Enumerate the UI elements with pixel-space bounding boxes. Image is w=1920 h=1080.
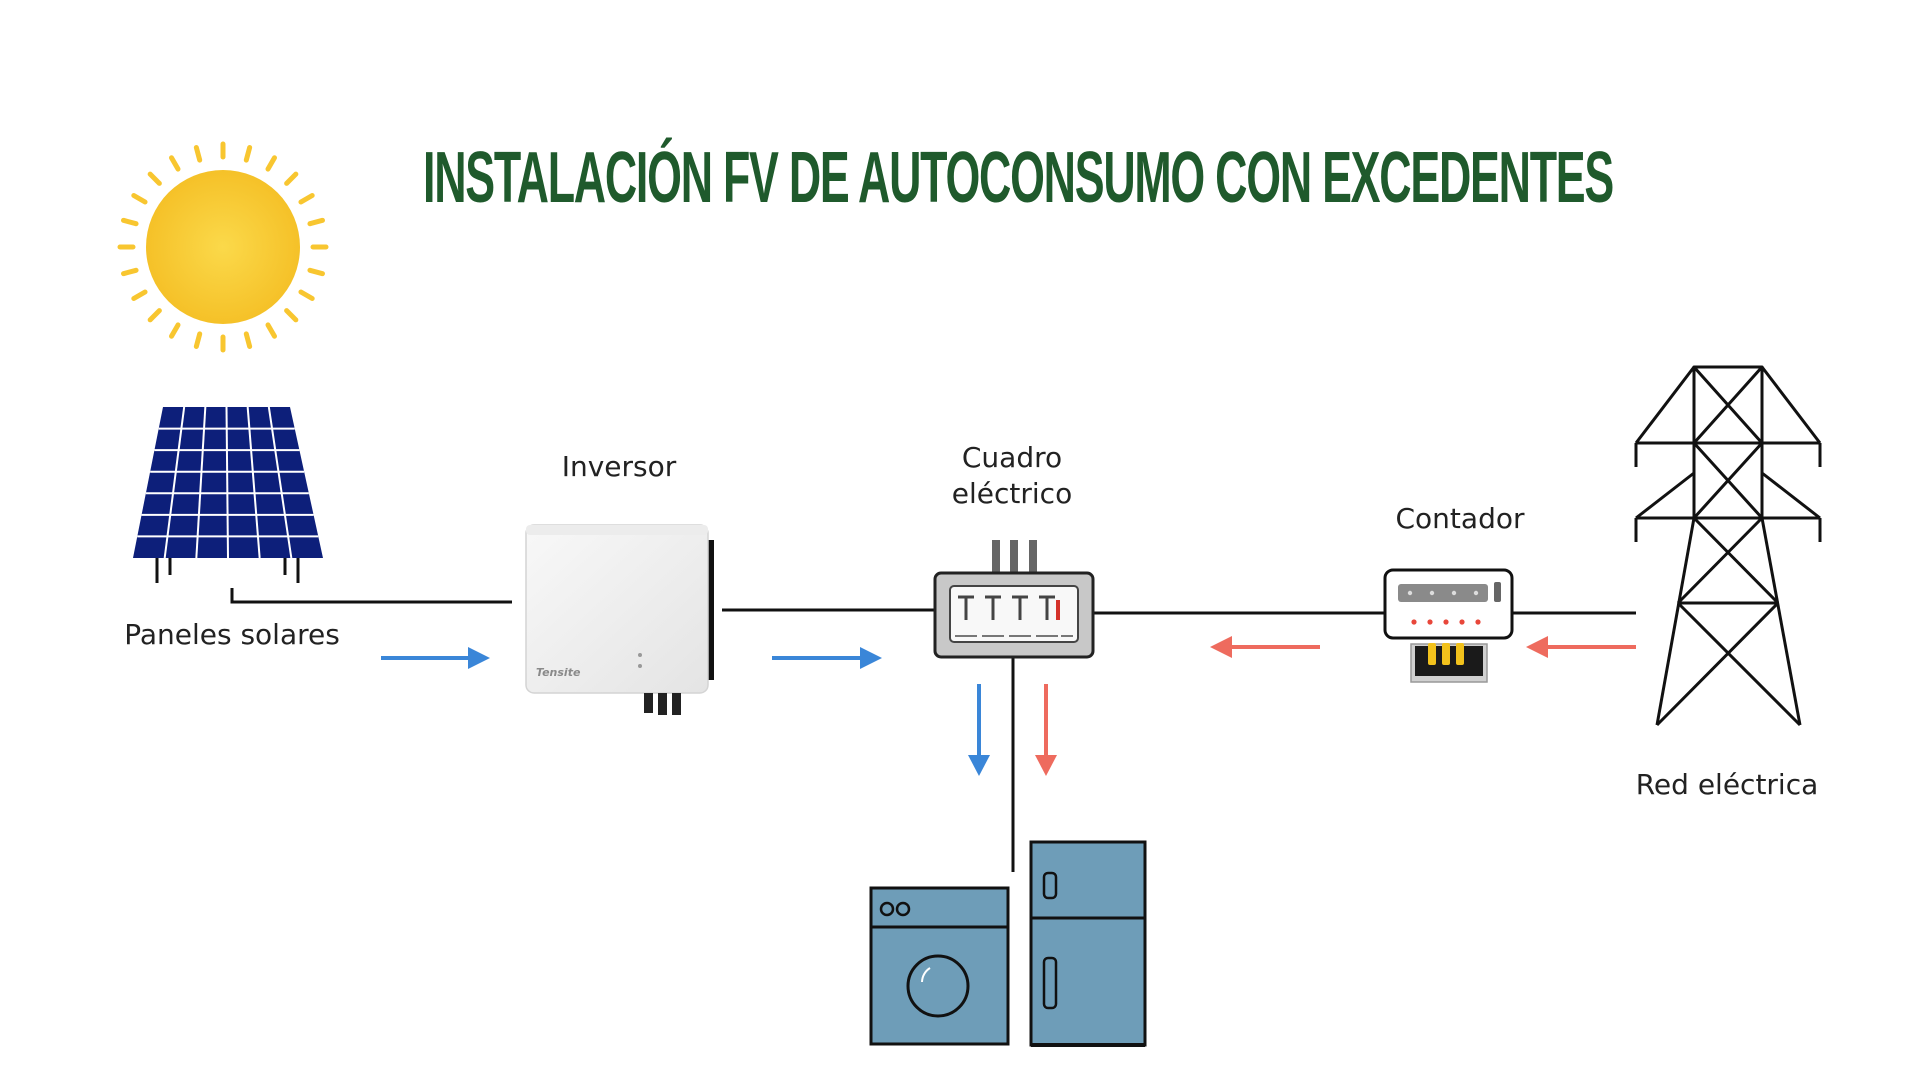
electrical-panel-icon [933, 540, 1095, 659]
sun-ray [307, 217, 325, 227]
sun-ray [147, 308, 162, 323]
label-paneles-solares: Paneles solares [124, 618, 340, 651]
washing-machine-icon [869, 886, 1010, 1046]
sun-ray [131, 193, 148, 205]
arrow-grid-to-meter [1526, 636, 1636, 658]
sun-ray [121, 217, 139, 227]
arrow-inverter-to-panel [772, 647, 882, 669]
arrow-solar-down [968, 684, 990, 776]
label-contador: Contador [1396, 502, 1525, 535]
sun-ray [147, 171, 162, 186]
breaker-switch [958, 595, 974, 620]
sun-ray [298, 193, 315, 205]
arrow-meter-to-panel [1210, 636, 1320, 658]
sun-ray [284, 308, 299, 323]
sun-ray [284, 171, 299, 186]
sun-ray [193, 145, 203, 163]
panel-grid-line [267, 406, 293, 559]
fridge-icon [1029, 840, 1147, 1047]
page-title: INSTALACIÓN FV DE AUTOCONSUMO CON EXCEDE… [423, 137, 1613, 218]
sun-ray [265, 322, 277, 339]
sun-ray [169, 155, 181, 172]
wire-panel-inverter [230, 588, 512, 604]
sun-ray [121, 267, 139, 277]
label-cuadro-line2: eléctrico [952, 477, 1072, 510]
label-red-electrica: Red eléctrica [1636, 768, 1819, 801]
sun-ray [265, 155, 277, 172]
sun-ray [243, 331, 253, 349]
label-cuadro-line1: Cuadro [962, 441, 1062, 474]
solar-panel-icon [133, 406, 323, 583]
breaker-switch [1039, 595, 1055, 620]
panel-grid-line [195, 406, 207, 559]
sun-ray [131, 289, 148, 301]
sun-ray [307, 267, 325, 277]
arrow-solar-to-inverter [381, 647, 490, 669]
sun-icon [117, 141, 329, 353]
panel-grid-line [246, 406, 261, 559]
label-inversor: Inversor [562, 450, 677, 483]
inverter-brand: Tensite [536, 666, 581, 679]
breaker-switch [985, 595, 1001, 620]
panel-grid-line [163, 406, 186, 559]
breaker-switch [1012, 595, 1028, 620]
power-tower-icon [1634, 365, 1822, 727]
sun-ray [298, 289, 315, 301]
sun-ray [193, 331, 203, 349]
meter-icon [1383, 568, 1514, 683]
sun-ray [169, 322, 181, 339]
panel-grid-line [225, 406, 229, 559]
inverter-icon: Tensite [525, 524, 714, 715]
arrow-grid-down [1035, 684, 1057, 776]
sun-ray [243, 145, 253, 163]
